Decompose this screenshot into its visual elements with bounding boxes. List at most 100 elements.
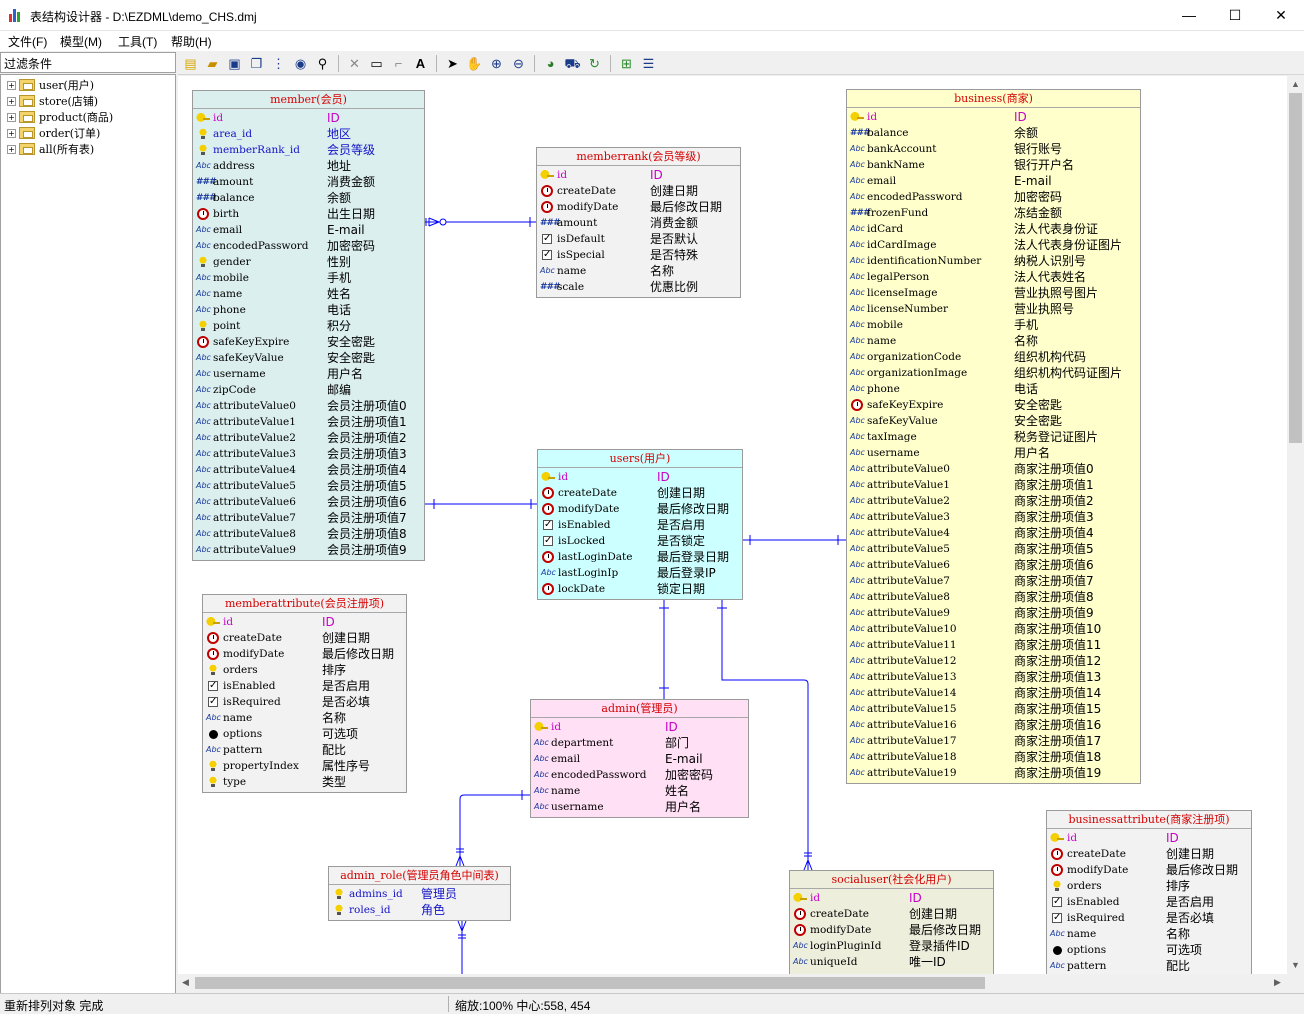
- entity-title[interactable]: businessattribute(商家注册项): [1047, 811, 1251, 829]
- properties-icon[interactable]: ☰: [642, 56, 655, 71]
- scroll-left-icon[interactable]: ◀: [182, 977, 189, 987]
- expand-icon[interactable]: +: [7, 144, 16, 154]
- entity-title[interactable]: admin(管理员): [531, 700, 748, 718]
- tree-item-user[interactable]: +user(用户): [7, 79, 95, 92]
- vertical-scrollbar[interactable]: ▲ ▼: [1287, 76, 1304, 974]
- table-icon[interactable]: ▭: [370, 56, 383, 71]
- entity-admin[interactable]: admin(管理员)idIDdepartment部门emailE-mailenc…: [530, 699, 749, 818]
- menu-model[interactable]: 模型(M): [60, 35, 102, 49]
- new-icon[interactable]: ▤: [184, 56, 197, 71]
- menu-file[interactable]: 文件(F): [8, 35, 48, 49]
- entity-title[interactable]: users(用户): [538, 450, 742, 468]
- tree-item-store[interactable]: +store(店铺): [7, 95, 99, 108]
- tree-item-order[interactable]: +order(订单): [7, 127, 101, 140]
- view-icon[interactable]: ◕: [546, 56, 555, 71]
- tree-icon[interactable]: ⋮: [272, 56, 285, 71]
- entity-title[interactable]: member(会员): [193, 91, 424, 109]
- car-icon[interactable]: ⛟: [564, 56, 581, 71]
- menu-tools[interactable]: 工具(T): [118, 35, 158, 49]
- refresh-icon[interactable]: ↻: [589, 56, 600, 71]
- find-icon[interactable]: ⚲: [317, 56, 328, 71]
- expand-icon[interactable]: +: [7, 112, 16, 122]
- tree-item-product[interactable]: +product(商品): [7, 111, 114, 124]
- horizontal-scrollbar[interactable]: ◀ ▶: [178, 974, 1287, 992]
- database-icon[interactable]: ◉: [294, 56, 307, 71]
- close-button[interactable]: ✕: [1275, 7, 1287, 23]
- expand-icon[interactable]: +: [7, 128, 16, 138]
- scroll-down-icon[interactable]: ▼: [1291, 960, 1300, 970]
- minimize-button[interactable]: —: [1182, 7, 1196, 23]
